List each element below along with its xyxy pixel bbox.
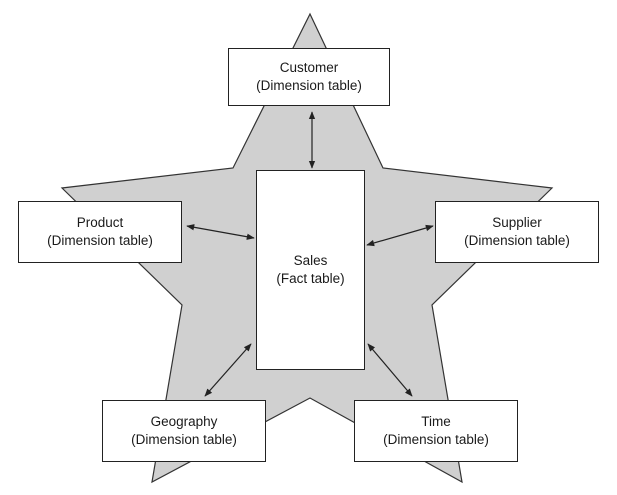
geography-dimension-box: Geography (Dimension table) [102,400,266,462]
customer-name-label: Customer [279,60,339,75]
customer-dimension-box: Customer (Dimension table) [228,48,390,106]
customer-kind-label: (Dimension table) [256,78,362,93]
geography-name-label: Geography [150,414,218,429]
arrow-supplier-sales [366,224,434,247]
geography-kind-label: (Dimension table) [131,432,237,447]
product-kind-label: (Dimension table) [47,233,153,248]
arrow-time-sales [367,343,413,397]
time-kind-label: (Dimension table) [383,432,489,447]
time-name-label: Time [421,414,451,429]
time-dimension-box: Time (Dimension table) [354,400,518,462]
product-name-label: Product [76,215,124,230]
sales-name-label: Sales [293,253,328,268]
arrow-geography-sales [204,343,252,397]
sales-fact-box: Sales (Fact table) [256,170,365,370]
supplier-dimension-box: Supplier (Dimension table) [435,201,599,263]
sales-kind-label: (Fact table) [276,271,345,286]
product-dimension-box: Product (Dimension table) [18,201,182,263]
arrow-product-sales [186,224,255,240]
supplier-name-label: Supplier [492,215,542,230]
supplier-kind-label: (Dimension table) [464,233,570,248]
